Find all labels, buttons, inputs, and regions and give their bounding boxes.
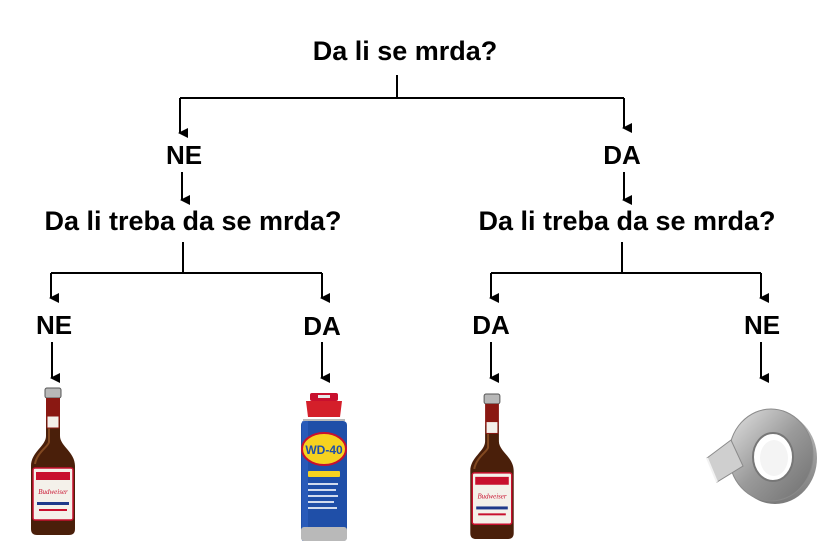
right-question: Da li treba da se mrda? — [478, 206, 776, 236]
wd40-can-icon: WD-40 — [301, 393, 347, 541]
beer-bottle-icon: Budweiser — [470, 393, 514, 540]
duct-tape-icon — [706, 408, 817, 504]
beer-bottle-icon: Budweiser — [31, 387, 75, 535]
left-answer: NE — [165, 140, 203, 170]
left-outcome2-answer: DA — [303, 311, 341, 341]
beer-brand-text: Budweiser — [477, 494, 506, 501]
right-outcome2-answer: NE — [743, 310, 781, 340]
beer-brand-text: Budweiser — [38, 488, 68, 496]
root-question: Da li se mrda? — [312, 36, 498, 66]
right-answer: DA — [603, 140, 641, 170]
left-question: Da li treba da se mrda? — [44, 206, 342, 236]
can-brand-text: WD-40 — [305, 443, 343, 457]
left-outcome1-answer: NE — [35, 310, 73, 340]
right-outcome1-answer: DA — [472, 310, 510, 340]
